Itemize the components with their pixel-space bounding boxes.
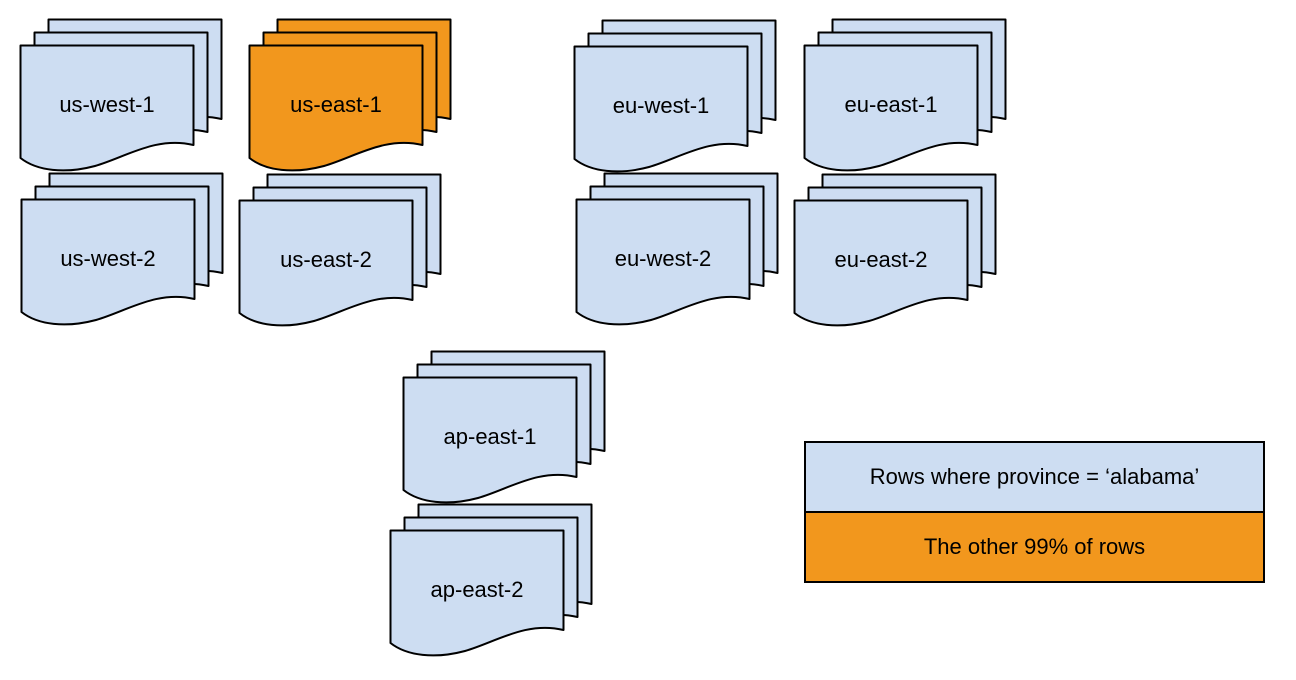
region-label: eu-west-2	[614, 246, 712, 271]
legend-label: Rows where province = ‘alabama’	[869, 464, 1200, 489]
document-icon-front	[573, 45, 749, 173]
region-stack-us-east-1: us-east-1	[248, 18, 452, 176]
region-label: us-east-2	[280, 247, 372, 272]
region-label: eu-east-2	[834, 247, 928, 272]
region-stack-us-east-2: us-east-2	[238, 173, 442, 331]
document-icon-front	[389, 529, 565, 657]
region-label: eu-east-1	[844, 92, 938, 117]
region-stack-ap-east-1: ap-east-1	[402, 350, 606, 508]
region-label: eu-west-1	[612, 93, 710, 118]
legend-row: Rows where province = ‘alabama’	[806, 443, 1263, 511]
region-label: ap-east-2	[430, 577, 524, 602]
document-icon-front	[19, 44, 195, 172]
legend-row: The other 99% of rows	[806, 511, 1263, 581]
document-icon-front	[402, 376, 578, 504]
region-label: us-west-1	[59, 92, 155, 117]
legend-label: The other 99% of rows	[923, 534, 1146, 559]
region-stack-ap-east-2: ap-east-2	[389, 503, 593, 661]
region-stack-eu-east-2: eu-east-2	[793, 173, 997, 331]
region-stack-eu-west-2: eu-west-2	[575, 172, 779, 330]
legend: Rows where province = ‘alabama’ The othe…	[804, 441, 1265, 583]
document-icon-front	[20, 198, 196, 326]
document-icon-front	[248, 44, 424, 172]
document-icon-front	[803, 44, 979, 172]
document-icon-front	[238, 199, 414, 327]
region-label: us-east-1	[290, 92, 382, 117]
document-icon-front	[793, 199, 969, 327]
region-label: ap-east-1	[443, 424, 537, 449]
region-stack-us-west-1: us-west-1	[19, 18, 223, 176]
region-stack-us-west-2: us-west-2	[20, 172, 224, 330]
region-stack-eu-west-1: eu-west-1	[573, 19, 777, 177]
document-icon-front	[575, 198, 751, 326]
region-label: us-west-2	[60, 246, 156, 271]
region-stack-eu-east-1: eu-east-1	[803, 18, 1007, 176]
